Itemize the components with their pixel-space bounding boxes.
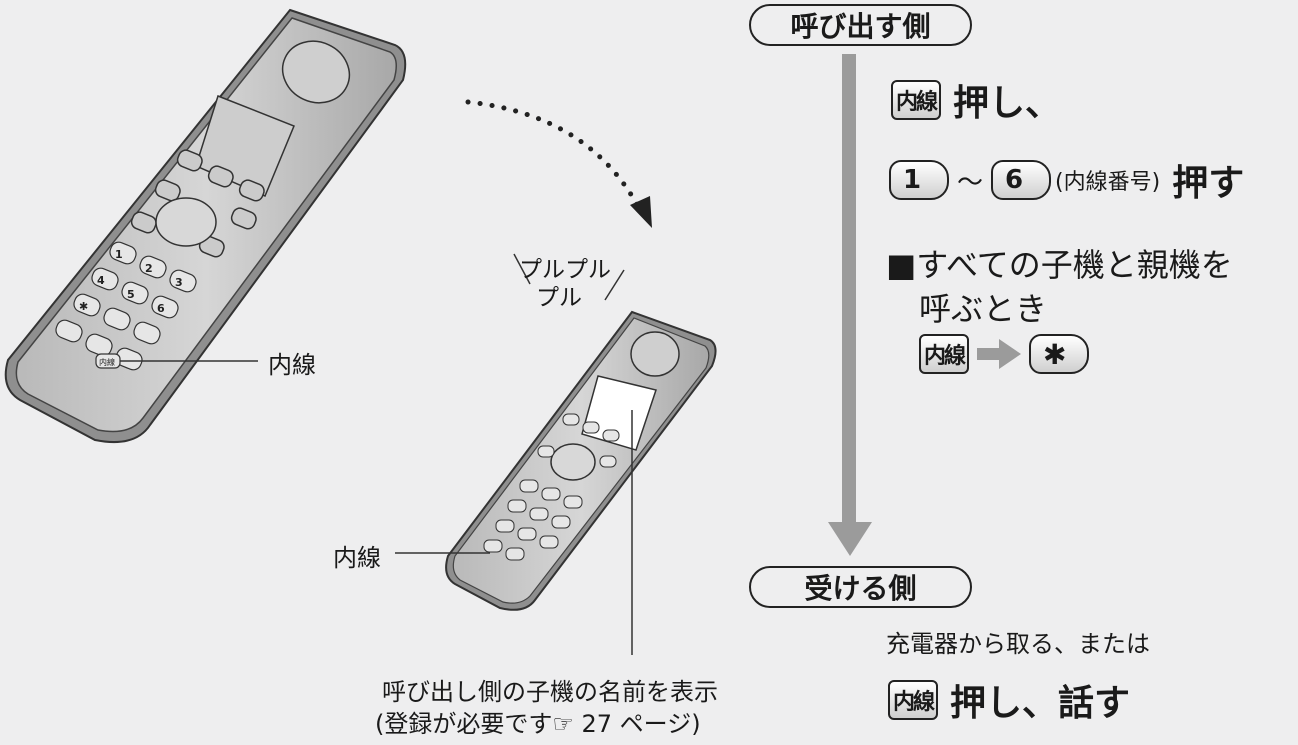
sound-mark-right: [604, 269, 625, 301]
receiver-step-text: 押し、話す: [950, 683, 1131, 724]
caption-line1: 呼び出し側の子機の名前を表示: [382, 678, 718, 706]
call-all-keys: 内線 ✱: [919, 334, 1089, 374]
small-earpiece: [630, 331, 680, 377]
key-2-label: 2: [145, 262, 153, 275]
receiver-naisen-key[interactable]: 内線: [888, 680, 938, 720]
small-display: [581, 375, 657, 451]
key-1[interactable]: 1: [889, 160, 949, 200]
caption-line2: (登録が必要です☞ 27 ページ): [375, 710, 701, 738]
step1: 内線 押し、: [891, 74, 1061, 126]
handsets-illustration: 1 2 3 4 5 6 ✱ 内線: [4, 8, 717, 655]
sound-mark-left: [513, 253, 531, 285]
caller-title: 呼び出す側: [749, 4, 972, 46]
large-handset: 1 2 3 4 5 6 ✱ 内線: [4, 8, 407, 444]
small-nav-ring: [550, 443, 596, 481]
key-1-label: 1: [115, 248, 123, 261]
large-nav-ring: [155, 197, 217, 247]
flow-line: [842, 54, 856, 528]
key-6-label: 6: [157, 302, 165, 315]
small-handset: [445, 310, 717, 611]
tilde: ～: [957, 167, 984, 198]
receiver-step: 内線 押し、話す: [888, 674, 1130, 726]
flow-arrow-head: [828, 522, 872, 556]
large-earpiece: [281, 40, 351, 104]
small-naisen-label: 内線: [333, 544, 381, 572]
receiver-title: 受ける側: [749, 566, 972, 608]
call-all-line2: 呼ぶとき: [919, 290, 1048, 328]
large-naisen-label: 内線: [268, 351, 316, 379]
step1-text: 押し、: [953, 83, 1062, 124]
key-star-label: ✱: [79, 300, 88, 313]
large-naisen-key-label: 内線: [99, 357, 115, 367]
extension-number-note: (内線番号): [1055, 170, 1161, 195]
step2-text: 押す: [1172, 163, 1245, 204]
star-key[interactable]: ✱: [1029, 334, 1089, 374]
dotted-arrow: [465, 99, 643, 213]
call-all-naisen-key[interactable]: 内線: [919, 334, 969, 374]
key-3-label: 3: [175, 276, 183, 289]
call-all-line1: ■すべての子機と親機を: [886, 246, 1233, 284]
dotted-arrow-head: [630, 196, 652, 228]
naisen-key[interactable]: 内線: [891, 80, 941, 120]
step2: 1 ～ 6 (内線番号) 押す: [889, 154, 1244, 206]
right-arrow-icon: [977, 339, 1021, 369]
key-5-label: 5: [127, 288, 135, 301]
key-4-label: 4: [97, 274, 105, 287]
key-6[interactable]: 6: [991, 160, 1052, 200]
ring-sound-line2: プル: [536, 285, 582, 311]
receiver-note: 充電器から取る、または: [886, 630, 1150, 658]
ring-sound-line1: プルプル: [519, 257, 611, 283]
